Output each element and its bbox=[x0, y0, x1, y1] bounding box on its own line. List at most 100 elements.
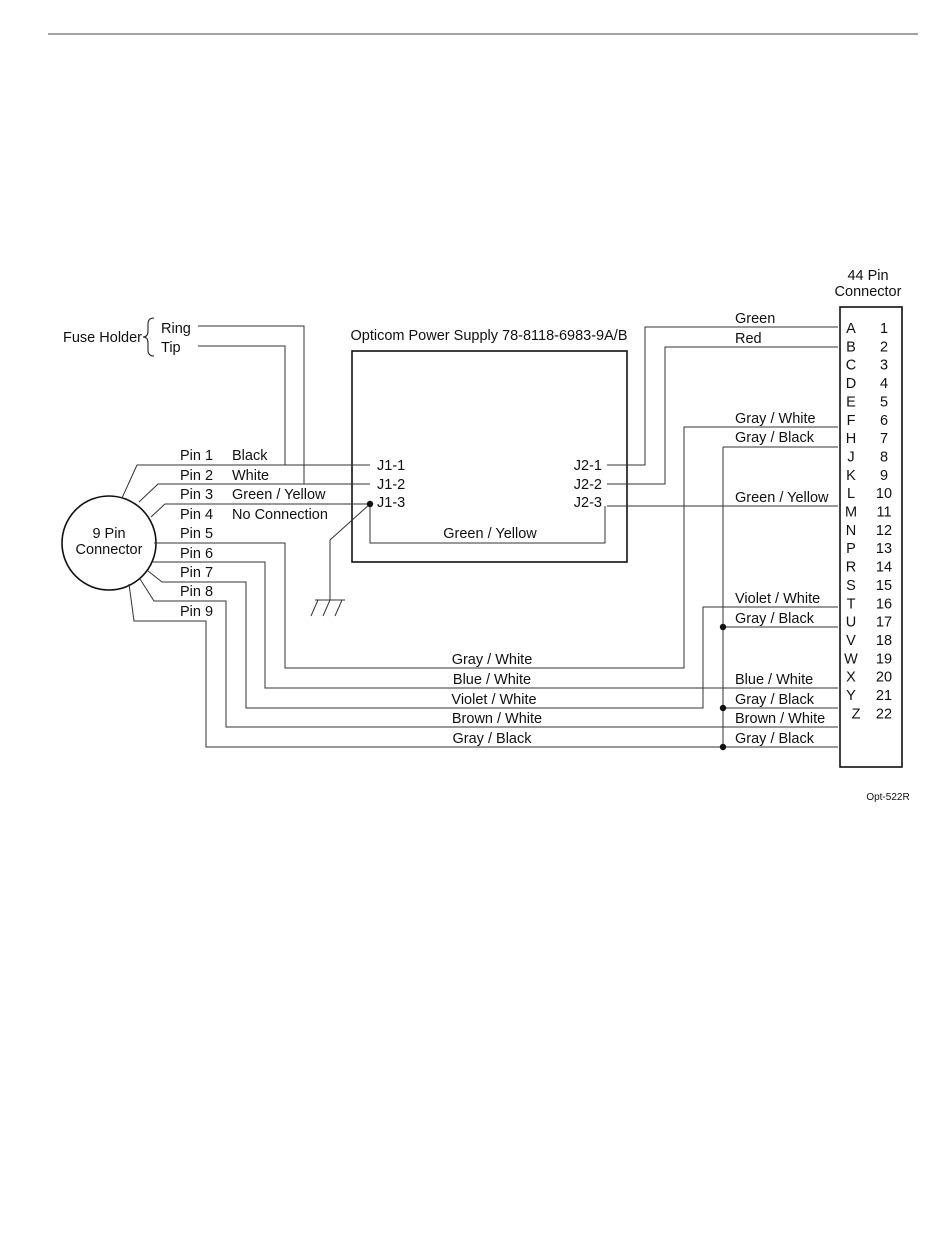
j1-2-label: J1-2 bbox=[377, 477, 405, 493]
connector44-pin-number: 18 bbox=[876, 633, 892, 649]
wire-j2-1-to-a bbox=[607, 326, 838, 466]
connector44-pin-letter: U bbox=[846, 615, 856, 631]
connector44-pin-number: 22 bbox=[876, 706, 892, 722]
connector44-body bbox=[839, 306, 903, 768]
wire-pin6-to-x bbox=[152, 561, 838, 689]
power-supply-title: Opticom Power Supply 78-8118-6983-9A/B bbox=[351, 328, 628, 344]
power-supply: Opticom Power Supply 78-8118-6983-9A/B J… bbox=[351, 328, 628, 563]
ground-tick-2 bbox=[322, 599, 331, 617]
wire-label-green: Green bbox=[735, 311, 775, 327]
connector44-pin-number: 19 bbox=[876, 651, 892, 667]
connector44-pin-number: 16 bbox=[876, 596, 892, 612]
connector44-pin-number: 14 bbox=[876, 560, 892, 576]
wire-labels: Green Red Gray / White Gray / Black Gree… bbox=[451, 311, 829, 747]
bus-junction-dot-bottom bbox=[719, 743, 727, 751]
wire-pin2 bbox=[138, 483, 304, 503]
connector9-wire-color: White bbox=[232, 468, 269, 484]
wire-label-gray-white-f: Gray / White bbox=[735, 411, 816, 427]
connector9-pin-label: Pin 1 bbox=[180, 448, 213, 464]
wire-label-blue-white-x: Blue / White bbox=[735, 672, 813, 688]
bus-junction-dot-u bbox=[719, 623, 727, 631]
connector9-wire-color: Black bbox=[232, 448, 268, 464]
bus-junction-dot-y bbox=[719, 704, 727, 712]
connector9-pin-label: Pin 8 bbox=[180, 584, 213, 600]
connector44-pin-letter: B bbox=[846, 339, 856, 355]
connector44-pin-letter: M bbox=[845, 505, 857, 521]
wire-tip-to-j1-1 bbox=[198, 345, 370, 466]
wire-label-gray-black-bottom-right: Gray / Black bbox=[735, 731, 815, 747]
connector44-pin-letter: T bbox=[847, 596, 856, 612]
j2-3-label: J2-3 bbox=[574, 495, 602, 511]
connector44-pin-letter: V bbox=[846, 633, 856, 649]
wire-pin8-to-z bbox=[139, 578, 838, 728]
wire-pin1 bbox=[121, 464, 285, 499]
fuse-ring-label: Ring bbox=[161, 321, 191, 337]
connector9-label-line1: 9 Pin bbox=[92, 526, 125, 542]
wire-label-pin8: Brown / White bbox=[452, 711, 542, 727]
connector44-pin-number: 10 bbox=[876, 486, 892, 502]
wire-j1-3-to-j2-3-ground bbox=[369, 504, 606, 544]
wire-pin5-to-f bbox=[154, 426, 838, 669]
connector9-wire-color: Green / Yellow bbox=[232, 487, 326, 503]
connector44-pin-letter: W bbox=[844, 651, 858, 667]
wire-label-gray-black-y: Gray / Black bbox=[735, 692, 815, 708]
connector44-pin-letter: D bbox=[846, 376, 856, 392]
connector44-pin-number: 20 bbox=[876, 670, 892, 686]
j1-3-label: J1-3 bbox=[377, 495, 405, 511]
j1-1-label: J1-1 bbox=[377, 458, 405, 474]
connector44-pin-number: 13 bbox=[876, 541, 892, 557]
connector44-title-line1: 44 Pin bbox=[847, 268, 888, 284]
connector44-pin-letter: P bbox=[846, 541, 856, 557]
connector9-pin-label: Pin 4 bbox=[180, 507, 213, 523]
wire-ring-to-j1-2 bbox=[198, 325, 370, 485]
wire-label-pin5: Gray / White bbox=[452, 652, 533, 668]
connector44-pin-letter: J bbox=[847, 449, 854, 465]
fuse-tip-label: Tip bbox=[161, 340, 181, 356]
connector44-pin-number: 21 bbox=[876, 688, 892, 704]
connector44-pin-letter: C bbox=[846, 358, 856, 374]
connector9-pin-label: Pin 2 bbox=[180, 468, 213, 484]
connector44-pin-number: 15 bbox=[876, 578, 892, 594]
connector44-pin-number: 1 bbox=[880, 321, 888, 337]
connector44-pin-letter: K bbox=[846, 468, 856, 484]
wire-pin3 bbox=[150, 503, 370, 518]
fuse-holder-label: Fuse Holder bbox=[63, 330, 142, 346]
connector44-pin-letter: A bbox=[846, 321, 856, 337]
connector9-wire-color: No Connection bbox=[232, 507, 328, 523]
wire-pin7-to-t bbox=[147, 570, 838, 709]
connector9-pin-label: Pin 5 bbox=[180, 526, 213, 542]
connector44-pin-number: 4 bbox=[880, 376, 888, 392]
connector44-pin-letter: X bbox=[846, 670, 856, 686]
connector44-pin-letter: Y bbox=[846, 688, 856, 704]
wire-j1-3-to-ground bbox=[329, 503, 371, 600]
j2-1-label: J2-1 bbox=[574, 458, 602, 474]
connector44-pin-letter: S bbox=[846, 578, 856, 594]
connector44-pin-number: 5 bbox=[880, 394, 888, 410]
connector44-pin-number: 11 bbox=[876, 505, 891, 521]
connector44-pin-letter: N bbox=[846, 523, 856, 539]
wires bbox=[121, 325, 838, 751]
connector9-pin-label: Pin 6 bbox=[180, 546, 213, 562]
wire-label-pin7: Violet / White bbox=[451, 692, 536, 708]
connector44-pin-number: 2 bbox=[880, 339, 888, 355]
wire-label-violet-white-t: Violet / White bbox=[735, 591, 820, 607]
connector9-pin-label: Pin 9 bbox=[180, 604, 213, 620]
connector44-pin-letter: R bbox=[846, 560, 856, 576]
connector44-pin-number: 8 bbox=[880, 449, 888, 465]
connector44-pin-number: 7 bbox=[880, 431, 888, 447]
ground-tick-3 bbox=[334, 599, 343, 617]
fuse-holder-brace-icon bbox=[142, 317, 155, 357]
connector44-pin-letter: H bbox=[846, 431, 856, 447]
wire-label-pin9: Gray / Black bbox=[453, 731, 533, 747]
connector44-pin-number: 17 bbox=[876, 615, 892, 631]
connector44-pin-number: 9 bbox=[880, 468, 888, 484]
fuse-holder: Fuse Holder Ring Tip bbox=[63, 317, 191, 357]
j2-2-label: J2-2 bbox=[574, 477, 602, 493]
connector44-pin-number: 3 bbox=[880, 358, 888, 374]
wire-label-gray-black-h: Gray / Black bbox=[735, 430, 815, 446]
